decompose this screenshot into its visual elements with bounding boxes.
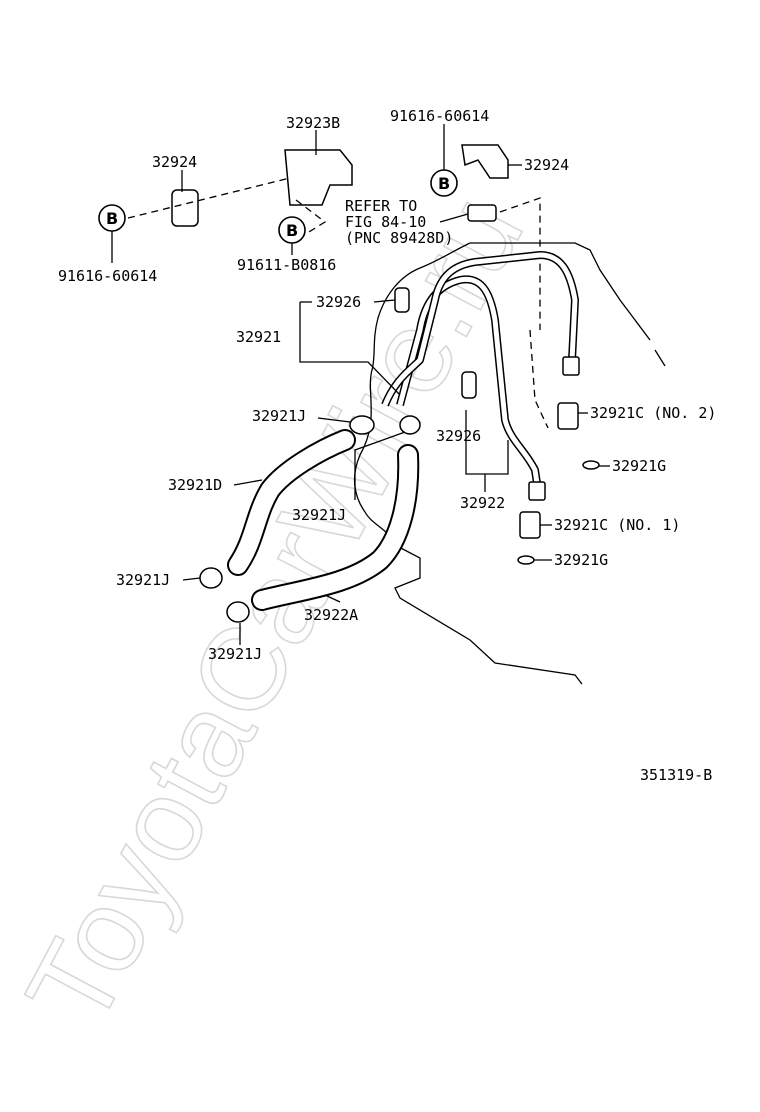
clamp-32921J-b xyxy=(399,415,421,435)
label-32921J-a: 32921J xyxy=(252,407,306,425)
gasket-32921G-a xyxy=(582,460,600,470)
leader-32921J-b xyxy=(354,431,406,500)
hose-32922A-inner xyxy=(253,446,418,609)
pipe-nut-right xyxy=(562,356,580,376)
hose-32921D-inner xyxy=(229,431,354,574)
clip-32924-left xyxy=(171,189,199,227)
fitting-32921C-no1 xyxy=(519,511,541,539)
label-32922: 32922 xyxy=(460,494,505,512)
clamp-32921J-c xyxy=(199,567,223,589)
leader-32922A xyxy=(324,594,341,603)
fitting-32921C-no2 xyxy=(557,402,579,430)
label-32922A: 32922A xyxy=(304,606,358,624)
bracket-32923B xyxy=(284,149,353,206)
label-32924-left: 32924 xyxy=(152,153,197,171)
grommet-32926-mid xyxy=(461,371,477,399)
label-32921J-c: 32921J xyxy=(116,571,170,589)
callout-b-left-text: B xyxy=(106,209,118,228)
clamp-32921J-d xyxy=(226,601,250,623)
label-91616-left: 91616-60614 xyxy=(58,267,157,285)
leader-32922 xyxy=(465,410,509,475)
pipe-leader xyxy=(529,329,549,429)
watermark-text: ToyotaCarWire.ru xyxy=(1,175,549,1048)
leader-32921D xyxy=(233,479,263,486)
leader-32926-top xyxy=(373,299,396,303)
label-32926-top: 32926 xyxy=(316,293,361,311)
engine-outline-edge xyxy=(654,349,666,367)
label-refer-3: (PNC 89428D) xyxy=(345,229,453,247)
label-refer-2: FIG 84-10 xyxy=(345,213,426,231)
callout-b-top-text: B xyxy=(438,174,450,193)
engine-outline-top xyxy=(470,242,651,341)
callout-b-mid-text: B xyxy=(286,221,298,240)
leader-32921J-a xyxy=(317,417,351,423)
label-refer-1: REFER TO xyxy=(345,197,417,215)
bolt-leader-left xyxy=(127,177,291,219)
label-32921G-a: 32921G xyxy=(612,457,666,475)
leader-32921 xyxy=(299,302,401,396)
label-32921J-b: 32921J xyxy=(292,506,346,524)
label-32923B: 32923B xyxy=(286,114,340,132)
leader-refer xyxy=(439,213,469,223)
grommet-32926-top xyxy=(394,287,410,313)
label-32921G-b: 32921G xyxy=(554,551,608,569)
clamp-32921J-a xyxy=(349,415,375,435)
label-32921C-no2: 32921C (NO. 2) xyxy=(590,404,716,422)
label-32921D: 32921D xyxy=(168,476,222,494)
diagram-id: 351319-B xyxy=(640,766,712,784)
label-32921C-no1: 32921C (NO. 1) xyxy=(554,516,680,534)
label-32921: 32921 xyxy=(236,328,281,346)
label-91611: 91611-B0816 xyxy=(237,256,336,274)
label-32926-mid: 32926 xyxy=(436,427,481,445)
pipe-nut-bottom xyxy=(528,481,546,501)
label-91616-top: 91616-60614 xyxy=(390,107,489,125)
clip-32924-right xyxy=(461,144,509,179)
label-32924-right: 32924 xyxy=(524,156,569,174)
gasket-32921G-b xyxy=(517,555,535,565)
pipe-32921-inner xyxy=(382,252,578,406)
sensor-leader xyxy=(499,197,541,330)
bolt-leader-mid xyxy=(295,199,327,241)
leader-32921J-c xyxy=(182,577,201,581)
label-32921J-d: 32921J xyxy=(208,645,262,663)
sensor-89428D xyxy=(467,204,497,222)
